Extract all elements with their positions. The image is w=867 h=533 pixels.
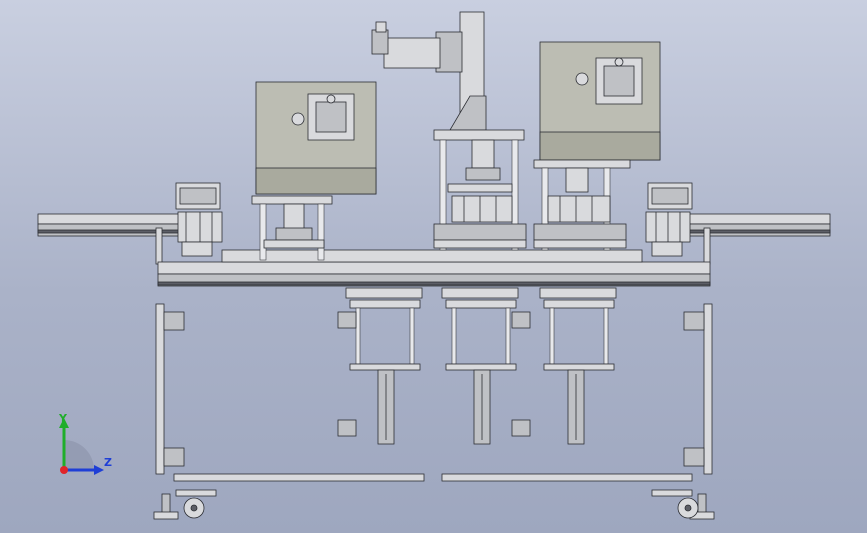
y-axis-arrowhead (59, 418, 69, 428)
center-press-unit (371, 11, 527, 251)
right-conveyor (645, 182, 831, 265)
caster-left (153, 489, 217, 520)
lower-station-center (441, 287, 519, 445)
axis-plane-wedge (64, 440, 94, 470)
z-axis-arrowhead (94, 465, 104, 475)
z-axis-label: Z (104, 456, 112, 469)
left-conveyor (37, 182, 223, 265)
frame-left-leg (155, 303, 185, 475)
caster-right (651, 489, 715, 520)
axis-triad-graphic (59, 418, 104, 475)
y-axis-label: Y (59, 412, 67, 425)
right-gearbox-unit (533, 41, 661, 251)
main-deck-plate (157, 249, 711, 287)
left-gearbox-unit (251, 81, 377, 261)
lower-station-left (345, 287, 423, 445)
axis-triad: Y Z (52, 412, 122, 482)
frame-right-leg (683, 303, 713, 475)
frame-brackets (337, 311, 531, 437)
lower-station-right (539, 287, 617, 445)
bottom-rails (173, 473, 693, 482)
origin-point (60, 466, 68, 474)
